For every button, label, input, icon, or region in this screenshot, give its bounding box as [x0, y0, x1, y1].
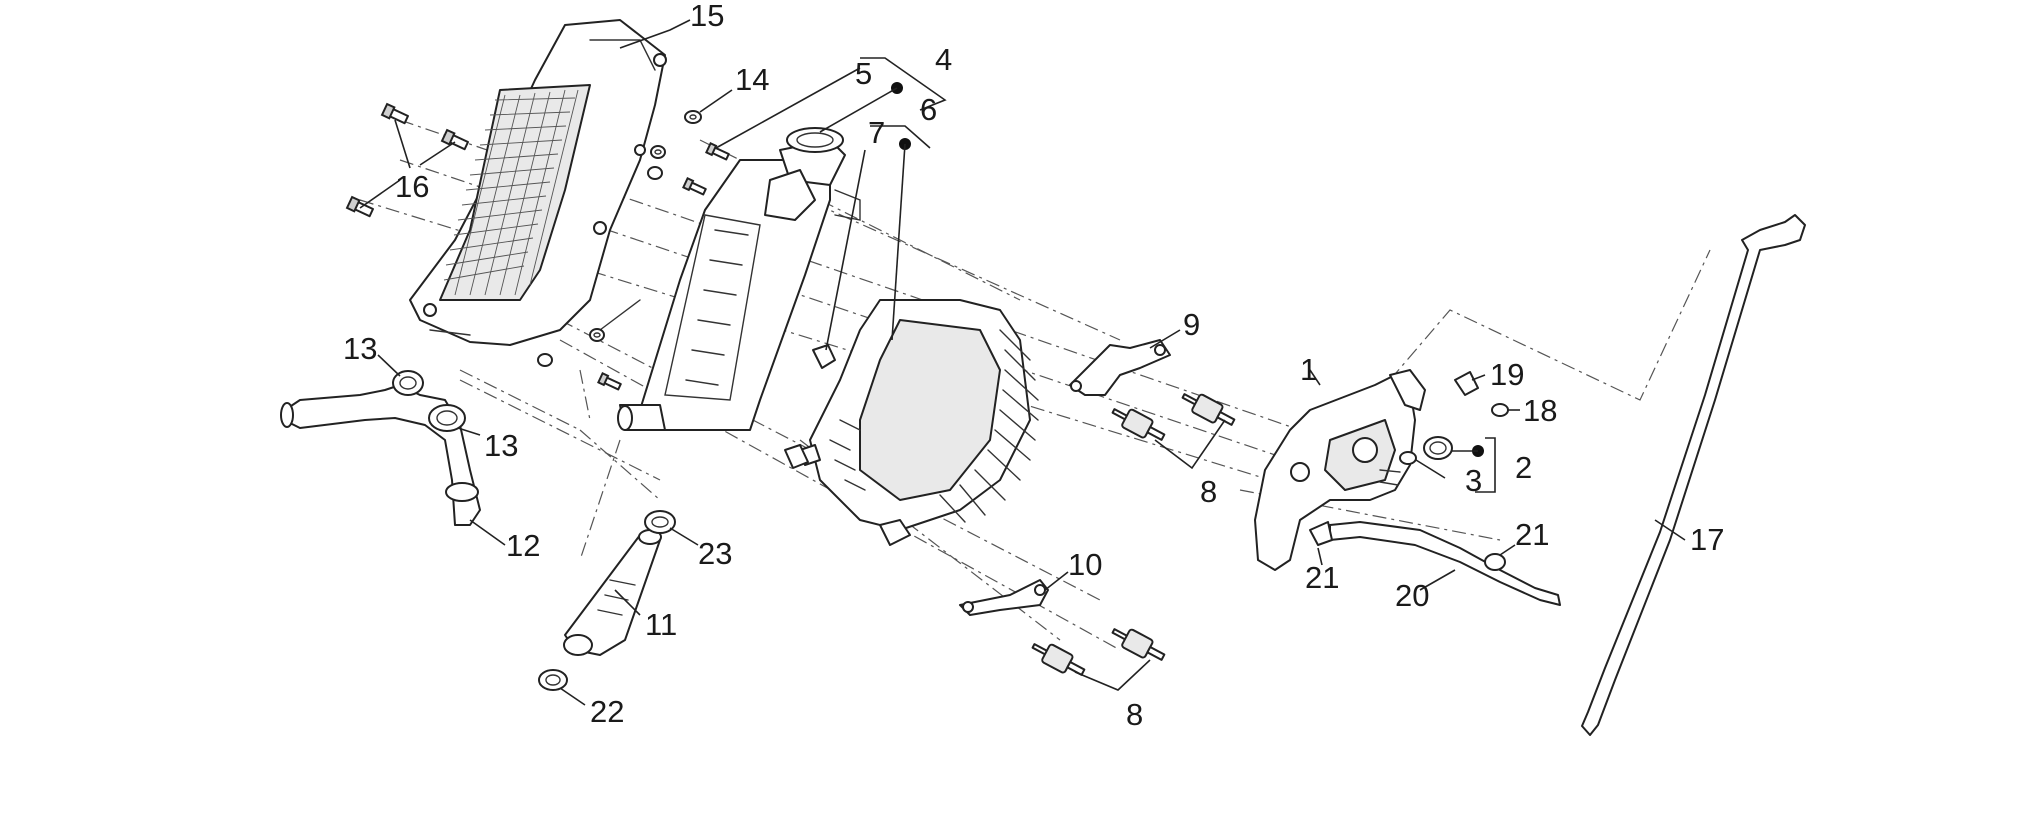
radiator-screws	[597, 142, 730, 391]
callout-5: 5	[855, 56, 872, 91]
upper-bracket	[1069, 339, 1171, 396]
lower-bracket	[959, 579, 1049, 616]
radiator-cover	[409, 19, 667, 346]
hose-clamps	[392, 370, 466, 432]
callout-20: 19	[1490, 357, 1524, 392]
callout-16: 16	[395, 169, 429, 204]
tank-screw	[1491, 403, 1509, 417]
callout-2: 2	[1515, 450, 1532, 485]
radiator	[617, 127, 861, 431]
cover-screws	[345, 102, 470, 218]
hose-clip-21	[1309, 521, 1333, 546]
callout-23: 23	[698, 536, 732, 571]
callout-9: 9	[1183, 307, 1200, 342]
callout-13-bottom: 13	[484, 428, 518, 463]
callout-21-left: 21	[1305, 560, 1339, 595]
overflow-hose	[1329, 521, 1561, 606]
callout-labels: 15 14 16 5 4 6 7 9 8 10 8 13 13 12 23 11…	[343, 0, 1724, 732]
pipe-clamp-23	[644, 510, 676, 534]
pipe-clamp-22	[538, 669, 568, 691]
fan-shroud	[799, 299, 1039, 546]
spring-clip	[784, 344, 836, 469]
callout-19: 18	[1523, 393, 1557, 428]
silent-blocks-upper	[1111, 393, 1236, 441]
coolant-pipe	[563, 529, 662, 656]
callout-leaders	[359, 19, 1686, 706]
callout-11: 11	[645, 607, 677, 642]
callout-21-right: 21	[1515, 517, 1549, 552]
callout-14: 14	[735, 62, 769, 97]
silent-blocks-lower	[1031, 628, 1166, 676]
callout-22: 22	[590, 694, 624, 729]
callout-10: 10	[1068, 547, 1102, 582]
callout-1: 1	[1300, 352, 1317, 387]
callout-3: 3	[1465, 463, 1482, 498]
rubber-washers	[537, 110, 702, 367]
callout-8-upper: 8	[1200, 474, 1217, 509]
callout-15: 15	[690, 0, 724, 33]
breather-pipe	[1581, 214, 1806, 736]
callout-12: 12	[506, 528, 540, 563]
callout-4: 4	[935, 42, 952, 77]
callout-17: 17	[1690, 522, 1724, 557]
callout-6: 6	[920, 92, 937, 127]
callout-18: 20	[1395, 578, 1429, 613]
callout-7: 7	[868, 115, 885, 150]
callout-13-top: 13	[343, 331, 377, 366]
callout-8-lower: 8	[1126, 697, 1143, 732]
expansion-tank	[1254, 369, 1426, 571]
tank-clip	[1454, 371, 1479, 396]
tank-cap	[1399, 436, 1453, 465]
